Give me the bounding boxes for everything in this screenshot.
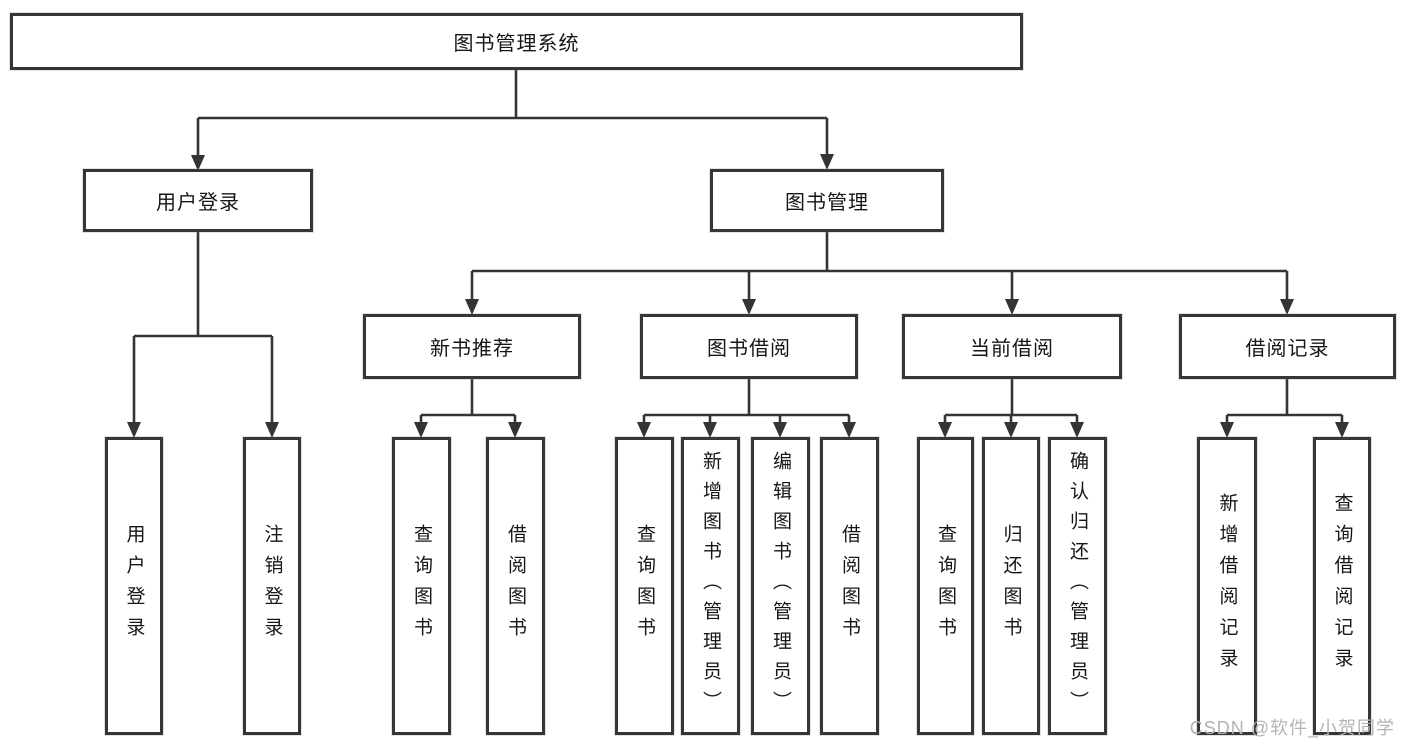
node-root: 图书管理系统 xyxy=(10,13,1023,70)
leaf-borrow-book-recommend: 借阅图书 xyxy=(486,437,545,735)
node-book-borrow-label: 图书借阅 xyxy=(707,338,791,360)
leaf-add-book-admin: 新增图书（管理员） xyxy=(681,437,740,735)
leaf-confirm-return-admin-label: 确认归还（管理员） xyxy=(1067,451,1088,721)
leaf-return-book: 归还图书 xyxy=(982,437,1040,735)
leaf-borrow-book-borrow: 借阅图书 xyxy=(820,437,879,735)
node-current-borrow: 当前借阅 xyxy=(902,314,1122,379)
leaf-user-login-label: 用户登录 xyxy=(123,524,145,648)
leaf-query-borrow-record-label: 查询借阅记录 xyxy=(1331,493,1353,679)
node-book-management-label: 图书管理 xyxy=(785,192,869,214)
leaf-query-book-borrow-label: 查询图书 xyxy=(634,524,655,648)
leaf-query-book-current-label: 查询图书 xyxy=(935,524,956,648)
node-book-borrow: 图书借阅 xyxy=(640,314,858,379)
leaf-logout-label: 注销登录 xyxy=(261,524,283,648)
leaf-edit-book-admin: 编辑图书（管理员） xyxy=(751,437,810,735)
connector-arrowheads xyxy=(127,154,1349,438)
leaf-return-book-label: 归还图书 xyxy=(1000,524,1022,648)
leaf-add-borrow-record: 新增借阅记录 xyxy=(1197,437,1257,735)
node-borrow-record: 借阅记录 xyxy=(1179,314,1396,379)
leaf-edit-book-admin-label: 编辑图书（管理员） xyxy=(770,451,791,721)
node-current-borrow-label: 当前借阅 xyxy=(970,338,1054,360)
leaf-borrow-book-recommend-label: 借阅图书 xyxy=(505,524,526,648)
leaf-query-book-recommend: 查询图书 xyxy=(392,437,451,735)
node-borrow-record-label: 借阅记录 xyxy=(1245,338,1330,360)
leaf-user-login: 用户登录 xyxy=(105,437,163,735)
leaf-query-borrow-record: 查询借阅记录 xyxy=(1313,437,1371,735)
leaf-query-book-recommend-label: 查询图书 xyxy=(411,524,432,648)
node-user-login-label: 用户登录 xyxy=(156,192,240,214)
leaf-logout: 注销登录 xyxy=(243,437,301,735)
connector-paths xyxy=(132,70,1344,423)
node-new-book-recommend-label: 新书推荐 xyxy=(430,338,514,360)
node-root-label: 图书管理系统 xyxy=(453,33,580,55)
leaf-borrow-book-borrow-label: 借阅图书 xyxy=(839,524,860,648)
leaf-add-borrow-record-label: 新增借阅记录 xyxy=(1216,493,1238,679)
leaf-query-book-current: 查询图书 xyxy=(917,437,974,735)
node-user-login: 用户登录 xyxy=(83,169,313,232)
node-book-management: 图书管理 xyxy=(710,169,944,232)
leaf-confirm-return-admin: 确认归还（管理员） xyxy=(1048,437,1107,735)
node-new-book-recommend: 新书推荐 xyxy=(363,314,581,379)
watermark: CSDN @软件_小贺同学 xyxy=(1189,718,1395,738)
leaf-add-book-admin-label: 新增图书（管理员） xyxy=(700,451,721,721)
leaf-query-book-borrow: 查询图书 xyxy=(615,437,674,735)
